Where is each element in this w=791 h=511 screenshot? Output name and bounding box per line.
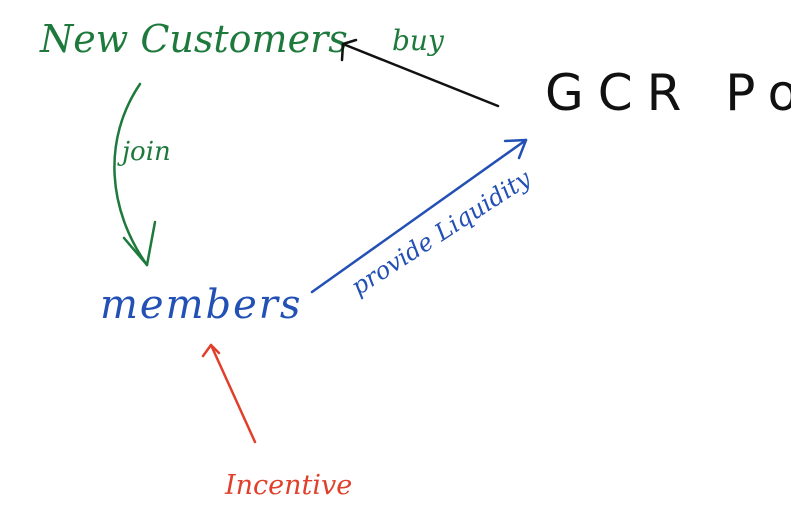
node-members: members [100, 282, 302, 328]
node-gcr-pool: GCR Pool [545, 64, 791, 122]
edge-label-provide-liquidity: provide Liquidity [346, 164, 536, 301]
arrow-incentive [201, 343, 257, 444]
edge-label-join: join [117, 137, 171, 167]
arrow-buy [340, 38, 500, 108]
node-new-customers: New Customers [39, 17, 348, 61]
edge-label-buy: buy [392, 24, 445, 57]
arrow-provide-liquidity [310, 138, 528, 294]
node-incentive: Incentive [224, 470, 352, 501]
arrow-join [113, 82, 157, 267]
